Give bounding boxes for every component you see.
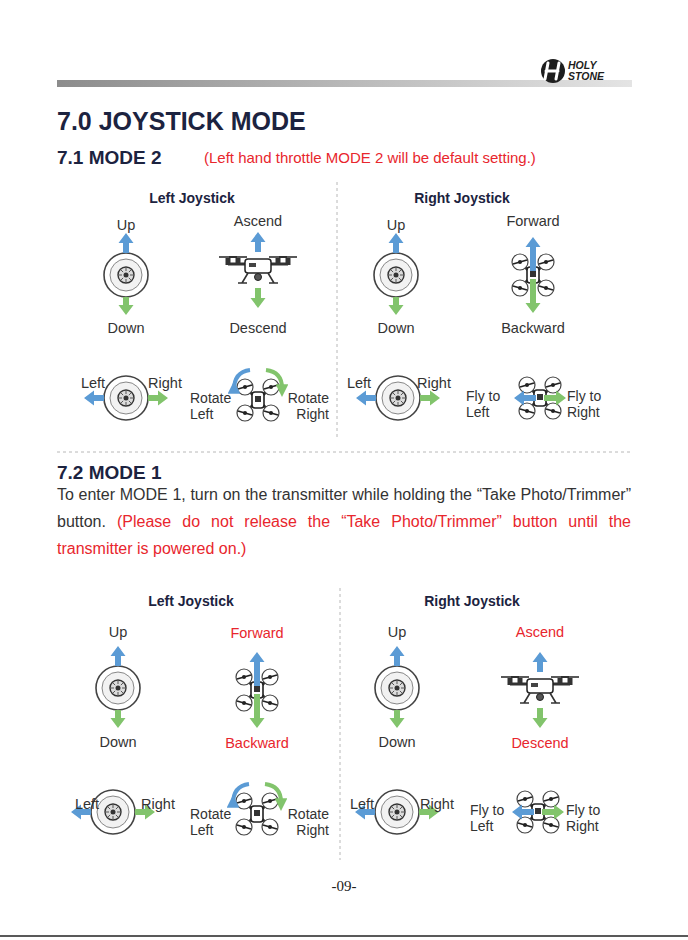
direction-label: Ascend (234, 213, 282, 230)
direction-arrow (512, 805, 534, 820)
direction-label: Down (107, 320, 144, 337)
drone-side-view (501, 677, 579, 703)
direction-label: Right (148, 375, 182, 392)
direction-arrow (111, 646, 126, 666)
direction-arrow (251, 232, 266, 252)
direction-label: Forward (506, 213, 559, 230)
paragraph: To enter MODE 1, turn on the transmitter… (57, 481, 631, 562)
direction-label: Left (81, 375, 105, 392)
joystick-symbol (374, 253, 418, 297)
direction-label: Left (350, 796, 374, 813)
direction-label: Down (378, 734, 415, 751)
direction-arrow (119, 233, 134, 253)
drone-top-view (236, 793, 278, 835)
direction-label: Rotate Left (190, 806, 236, 838)
direction-label: Rotate Right (283, 806, 329, 838)
warning-note: (Please do not release the “Take Photo/T… (57, 513, 631, 557)
direction-label: Fly to Left (470, 802, 512, 834)
direction-arrow (356, 391, 376, 406)
direction-label: Up (387, 217, 406, 234)
section-heading: 7.1 MODE 2 (57, 147, 162, 169)
direction-label: Descend (229, 320, 286, 337)
direction-arrow (390, 710, 405, 728)
direction-label: Right (420, 796, 454, 813)
joystick-symbol (375, 790, 419, 834)
joystick-symbol (104, 253, 148, 297)
direction-arrow (119, 297, 134, 315)
direction-label: Backward (501, 320, 565, 337)
direction-label: Rotate Left (190, 390, 236, 422)
direction-label: -09- (332, 878, 357, 895)
direction-arrow (250, 694, 265, 728)
joystick-symbol (376, 376, 420, 420)
divider (337, 182, 338, 440)
header-bar (57, 80, 632, 87)
drone-top-view (237, 379, 279, 421)
direction-arrow (84, 391, 104, 406)
direction-label: Ascend (516, 624, 564, 641)
section-heading: Left Joystick (149, 190, 235, 206)
rotate-arrow (234, 370, 250, 390)
rotate-arrow (233, 784, 249, 804)
divider (340, 588, 341, 860)
joystick-symbol (96, 666, 140, 710)
direction-label: Descend (511, 735, 568, 752)
direction-label: Up (117, 217, 136, 234)
direction-label: Up (109, 624, 128, 641)
page-rule (0, 935, 688, 937)
direction-arrow (533, 708, 548, 728)
logo-icon (541, 59, 565, 83)
direction-label: Right (417, 375, 451, 392)
direction-label: Up (388, 624, 407, 641)
rotate-arrow (265, 784, 281, 802)
direction-label: (Left hand throttle MODE 2 will be defau… (204, 149, 536, 166)
section-heading: 7.2 MODE 1 (57, 462, 162, 484)
direction-label: Right (141, 796, 175, 813)
direction-label: Down (99, 734, 136, 751)
direction-label: Fly to Right (566, 802, 610, 834)
drone-side-view (219, 257, 297, 283)
direction-arrow (526, 279, 541, 313)
direction-arrow (250, 652, 265, 686)
direction-label: Left (347, 375, 371, 392)
joystick-symbol (375, 666, 419, 710)
direction-arrow (251, 288, 266, 308)
direction-arrow (544, 391, 566, 406)
section-heading: Left Joystick (148, 593, 234, 609)
rotate-arrow (266, 370, 282, 388)
direction-label: Backward (225, 735, 289, 752)
direction-label: Fly to Left (466, 388, 508, 420)
direction-label: Fly to Right (567, 388, 611, 420)
direction-arrow (542, 805, 564, 820)
divider (57, 452, 632, 453)
direction-arrow (533, 652, 548, 672)
page-title: 7.0 JOYSTICK MODE (57, 107, 306, 136)
direction-label: Forward (230, 625, 283, 642)
section-heading: Right Joystick (424, 593, 520, 609)
section-heading: HOLY STONE (568, 60, 608, 82)
direction-label: Down (377, 320, 414, 337)
direction-arrow (514, 391, 536, 406)
direction-arrow (390, 646, 405, 666)
direction-arrow (420, 391, 440, 406)
direction-arrow (526, 237, 541, 271)
direction-arrow (111, 710, 126, 728)
section-heading: Right Joystick (414, 190, 510, 206)
direction-arrow (389, 233, 404, 253)
direction-arrow (148, 391, 168, 406)
direction-arrow (389, 297, 404, 315)
joystick-symbol (104, 376, 148, 420)
direction-label: Left (75, 796, 99, 813)
direction-label: Rotate Right (283, 390, 329, 422)
